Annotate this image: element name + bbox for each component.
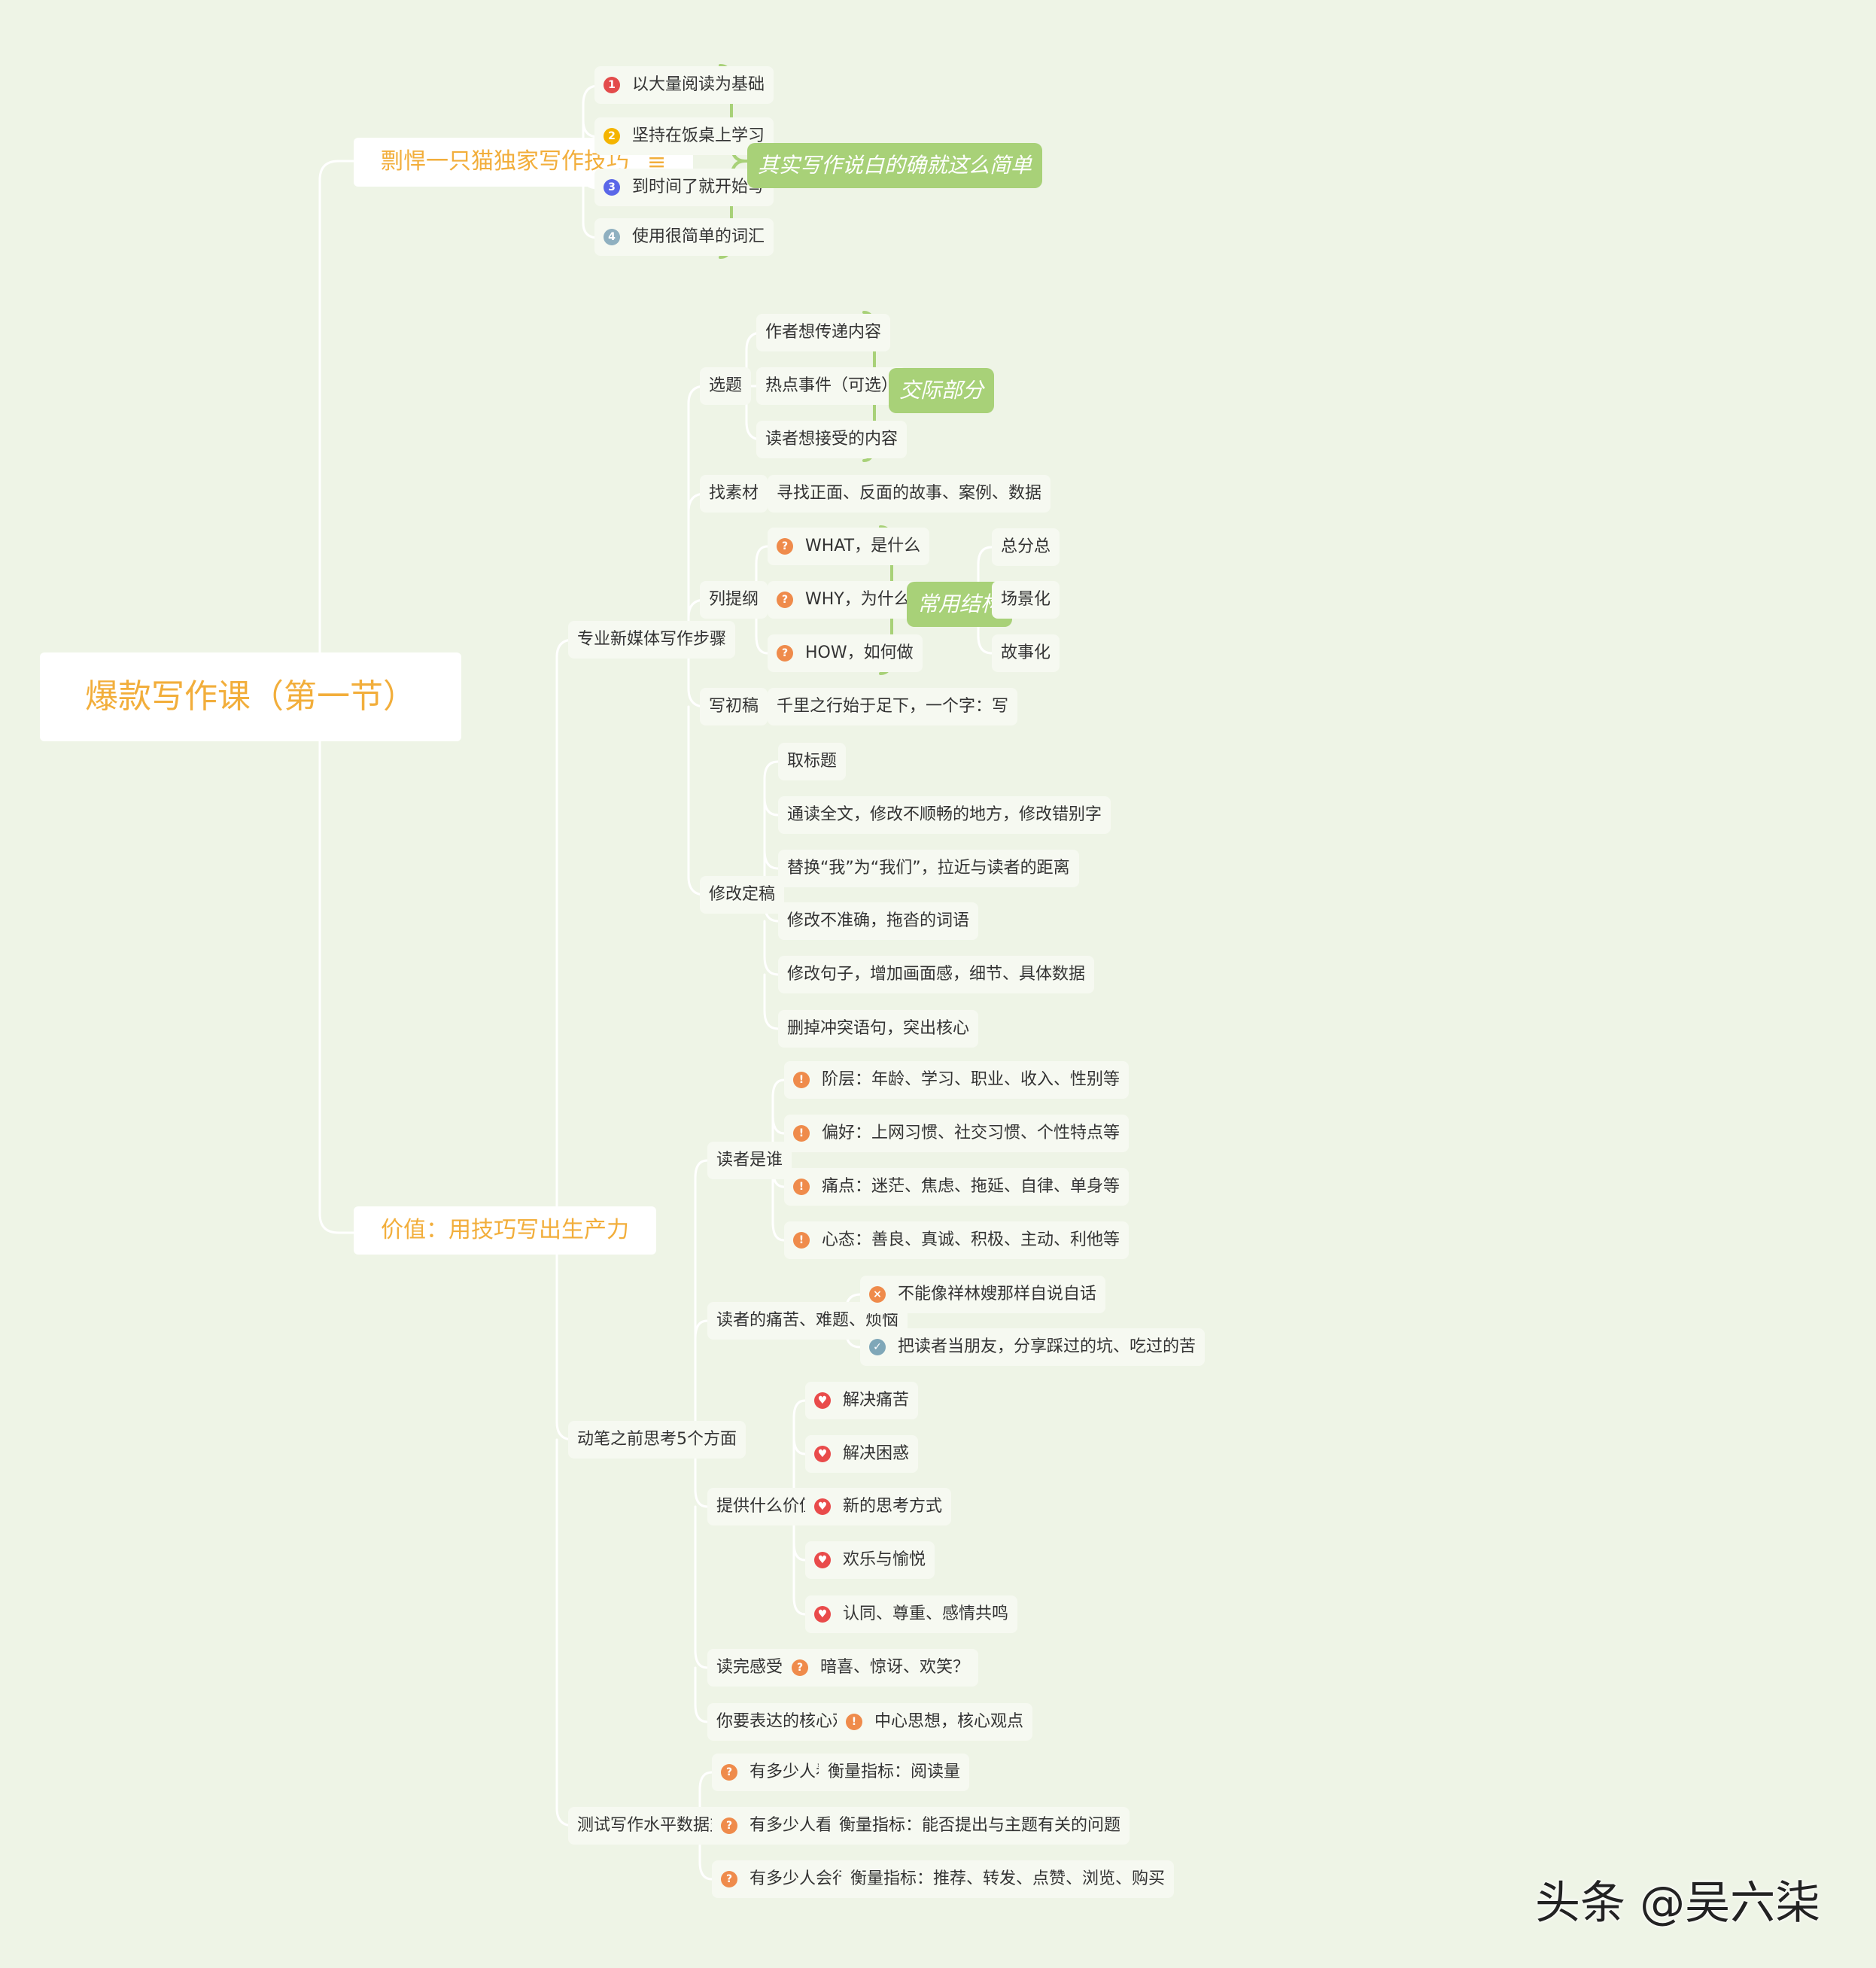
root-title: 爆款写作课（第一节） [85, 677, 416, 716]
structure-item[interactable]: 场景化 [992, 581, 1060, 619]
heart-icon: ♥ [814, 1446, 831, 1462]
heart-icon: ♥ [814, 1498, 831, 1515]
question-icon: ? [721, 1817, 737, 1834]
test-row-metric[interactable]: 衡量指标：阅读量 [819, 1754, 970, 1791]
step-chugao[interactable]: 写初稿 [700, 688, 768, 725]
tigang-item[interactable]: ?WHY，为什么 [768, 581, 920, 619]
step-tigang[interactable]: 列提纲 [700, 581, 768, 619]
priority-3-icon: 3 [604, 179, 620, 196]
step-sucai[interactable]: 找素材 [700, 475, 768, 513]
exclamation-icon: ! [793, 1072, 810, 1088]
pain-item[interactable]: ×不能像祥林嫂那样自说自话 [860, 1276, 1106, 1313]
question-icon: ? [721, 1871, 737, 1887]
value-item[interactable]: ♥新的思考方式 [805, 1488, 952, 1525]
think-reader[interactable]: 读者是谁 [707, 1142, 792, 1179]
test-row-metric[interactable]: 衡量指标：推荐、转发、点赞、浏览、购买 [841, 1860, 1175, 1898]
question-icon: ? [721, 1764, 737, 1781]
steps-topic[interactable]: 专业新媒体写作步骤 [568, 621, 736, 659]
value-item[interactable]: ♥认同、尊重、感情共鸣 [805, 1595, 1018, 1633]
step-xiugai[interactable]: 修改定稿 [700, 876, 785, 914]
question-icon: ? [792, 1659, 808, 1676]
xiugai-item[interactable]: 修改句子，增加画面感，细节、具体数据 [778, 956, 1095, 993]
xiugai-item[interactable]: 替换“我”为“我们”，拉近与读者的距离 [778, 850, 1079, 887]
reader-item[interactable]: !偏好：上网习惯、社交习惯、个性特点等 [784, 1115, 1130, 1152]
value-item[interactable]: ♥欢乐与愉悦 [805, 1541, 935, 1579]
reader-item[interactable]: !痛点：迷茫、焦虑、拖延、自律、单身等 [784, 1168, 1130, 1206]
cross-icon: × [869, 1286, 886, 1303]
branch-writing-tips-title: 剽悍一只猫独家写作技巧 [381, 148, 629, 175]
xiugai-item[interactable]: 取标题 [778, 743, 847, 780]
feel-item[interactable]: ?暗喜、惊讶、欢笑？ [783, 1649, 979, 1687]
think-feel[interactable]: 读完感受 [707, 1649, 792, 1687]
branch-value[interactable]: 价值：用技巧写出生产力 [354, 1206, 656, 1255]
question-icon: ? [777, 592, 793, 608]
xiugai-item[interactable]: 删掉冲突语句，突出核心 [778, 1010, 979, 1048]
exclamation-icon: ! [846, 1714, 862, 1730]
priority-1-icon: 1 [604, 77, 620, 93]
step-xuanti[interactable]: 选题 [700, 367, 752, 405]
exclamation-icon: ! [793, 1125, 810, 1142]
tigang-item[interactable]: ?WHAT，是什么 [768, 528, 930, 565]
structure-item[interactable]: 故事化 [992, 634, 1060, 672]
question-icon: ? [777, 538, 793, 555]
watermark: 头条 @吴六柒 [1535, 1877, 1821, 1930]
exclamation-icon: ! [793, 1179, 810, 1195]
exclamation-icon: ! [793, 1232, 810, 1249]
core-item[interactable]: !中心思想，核心观点 [837, 1703, 1033, 1741]
reader-item[interactable]: !阶层：年龄、学习、职业、收入、性别等 [784, 1061, 1130, 1099]
reader-item[interactable]: !心态：善良、真诚、积极、主动、利他等 [784, 1221, 1130, 1259]
priority-2-icon: 2 [604, 128, 620, 144]
pain-item[interactable]: ✓把读者当朋友，分享踩过的坑、吃过的苦 [860, 1328, 1206, 1366]
tigang-item[interactable]: ?HOW，如何做 [768, 634, 923, 672]
structure-item[interactable]: 总分总 [992, 528, 1060, 566]
think-topic[interactable]: 动笔之前思考5个方面 [568, 1421, 746, 1459]
sucai-item[interactable]: 寻找正面、反面的故事、案例、数据 [768, 475, 1051, 513]
xuanti-item[interactable]: 作者想传递内容 [756, 314, 891, 351]
value-item[interactable]: ♥解决困惑 [805, 1435, 919, 1473]
xuanti-item[interactable]: 热点事件（可选） [756, 367, 908, 405]
question-icon: ? [777, 645, 793, 662]
heart-icon: ♥ [814, 1392, 831, 1409]
heart-icon: ♥ [814, 1552, 831, 1568]
summary-simple[interactable]: 其实写作说白的确就这么简单 [747, 143, 1043, 188]
summary-social[interactable]: 交际部分 [889, 368, 995, 413]
value-item[interactable]: ♥解决痛苦 [805, 1382, 919, 1419]
xiugai-item[interactable]: 通读全文，修改不顺畅的地方，修改错别字 [778, 796, 1111, 834]
test-row-metric[interactable]: 衡量指标：能否提出与主题有关的问题 [830, 1807, 1130, 1845]
xiugai-item[interactable]: 修改不准确，拖沓的词语 [778, 902, 979, 940]
chugao-item[interactable]: 千里之行始于足下，一个字：写 [768, 688, 1018, 725]
branch-value-title: 价值：用技巧写出生产力 [381, 1217, 629, 1243]
root-topic[interactable]: 爆款写作课（第一节） [40, 652, 461, 741]
heart-icon: ♥ [814, 1606, 831, 1623]
priority-4-icon: 4 [604, 229, 620, 245]
xuanti-item[interactable]: 读者想接受的内容 [756, 421, 908, 458]
check-icon: ✓ [869, 1339, 886, 1355]
